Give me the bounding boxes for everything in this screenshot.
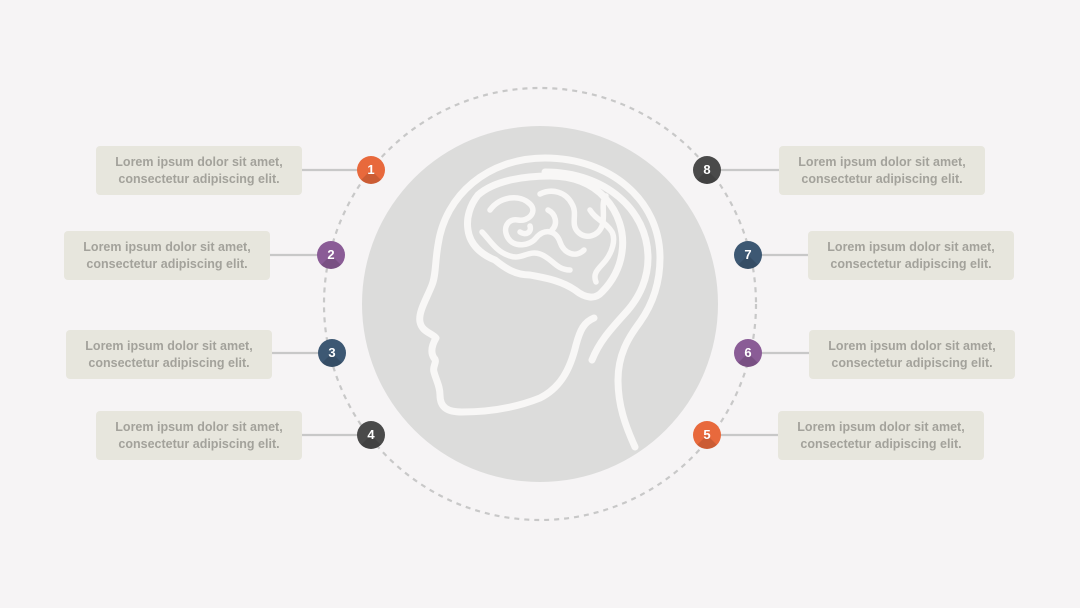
label-item-5-line2: consectetur adipiscing elit. [800,436,962,451]
number-badge-6-text: 6 [744,345,752,360]
label-item-3: Lorem ipsum dolor sit amet, consectetur … [66,330,272,379]
label-item-5-line1: Lorem ipsum dolor sit amet, [797,419,965,434]
label-item-3-line1: Lorem ipsum dolor sit amet, [85,338,253,353]
number-badge-8: 8 [693,156,721,184]
label-item-6: Lorem ipsum dolor sit amet, consectetur … [809,330,1015,379]
label-item-4-line1: Lorem ipsum dolor sit amet, [115,419,283,434]
label-item-1-line2: consectetur adipiscing elit. [118,171,280,186]
human-head-brain-icon [416,154,664,451]
label-item-3-line2: consectetur adipiscing elit. [88,355,250,370]
label-item-2: Lorem ipsum dolor sit amet, consectetur … [64,231,270,280]
number-badge-5-text: 5 [703,427,711,442]
number-badge-3-text: 3 [328,345,336,360]
number-badge-1: 1 [357,156,385,184]
number-badge-5: 5 [693,421,721,449]
label-item-5: Lorem ipsum dolor sit amet, consectetur … [778,411,984,460]
label-item-1: Lorem ipsum dolor sit amet, consectetur … [96,146,302,195]
label-item-1-line1: Lorem ipsum dolor sit amet, [115,154,283,169]
number-badge-6: 6 [734,339,762,367]
label-item-6-line1: Lorem ipsum dolor sit amet, [828,338,996,353]
label-item-8-line2: consectetur adipiscing elit. [801,171,963,186]
label-item-4: Lorem ipsum dolor sit amet, consectetur … [96,411,302,460]
label-item-7-line2: consectetur adipiscing elit. [830,256,992,271]
label-item-4-line2: consectetur adipiscing elit. [118,436,280,451]
connector-lines [269,168,810,437]
label-item-2-line1: Lorem ipsum dolor sit amet, [83,239,251,254]
dashed-orbit-ring [322,86,758,522]
number-badge-4-text: 4 [367,427,375,442]
number-badge-1-text: 1 [367,162,375,177]
label-item-2-line2: consectetur adipiscing elit. [86,256,248,271]
number-badge-2: 2 [317,241,345,269]
label-item-8: Lorem ipsum dolor sit amet, consectetur … [779,146,985,195]
number-badge-2-text: 2 [327,247,335,262]
label-item-7-line1: Lorem ipsum dolor sit amet, [827,239,995,254]
number-badge-4: 4 [357,421,385,449]
number-badge-3: 3 [318,339,346,367]
center-circle [362,126,718,482]
number-badge-7: 7 [734,241,762,269]
label-item-6-line2: consectetur adipiscing elit. [831,355,993,370]
label-item-8-line1: Lorem ipsum dolor sit amet, [798,154,966,169]
label-item-7: Lorem ipsum dolor sit amet, consectetur … [808,231,1014,280]
number-badge-8-text: 8 [703,162,711,177]
number-badge-7-text: 7 [744,247,752,262]
